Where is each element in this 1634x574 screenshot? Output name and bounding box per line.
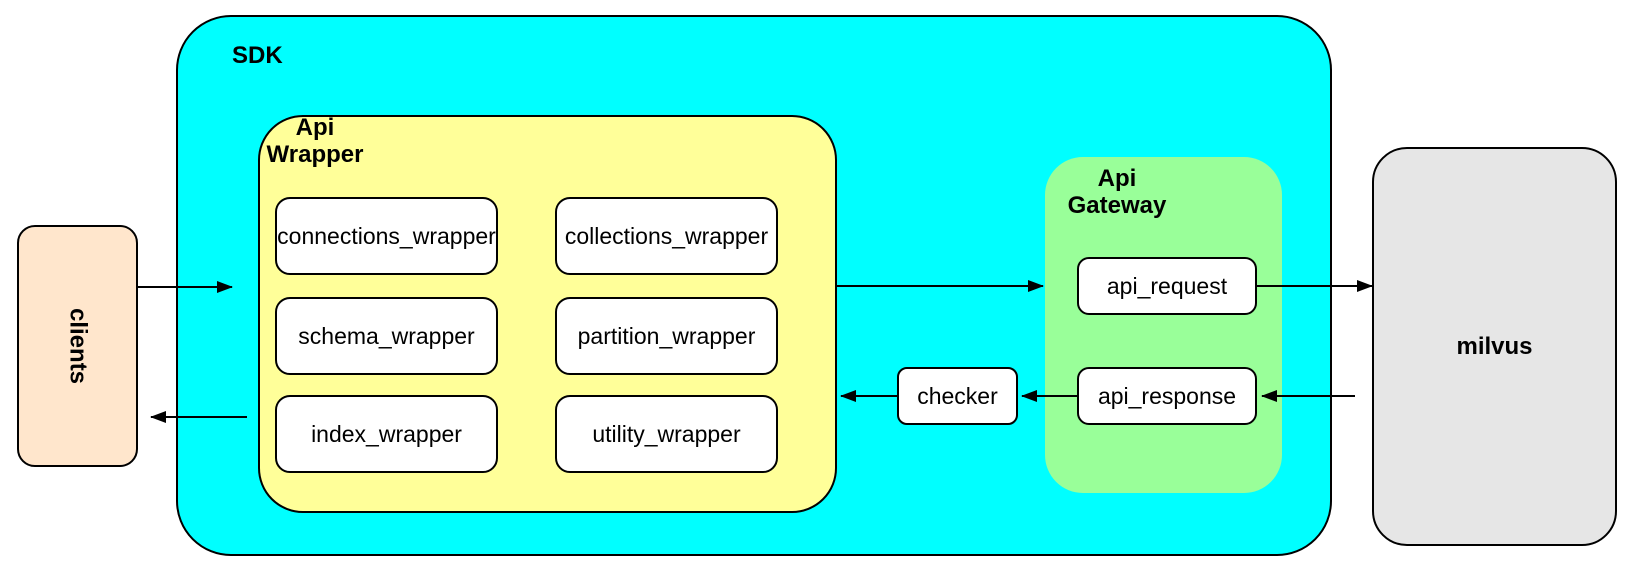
milvus-node: milvus — [1372, 147, 1617, 546]
module-partition-wrapper: partition_wrapper — [555, 297, 778, 375]
api-gateway-title: Api Gateway — [1061, 165, 1173, 219]
api-response-node: api_response — [1077, 367, 1257, 425]
api-gateway-container — [1045, 157, 1282, 493]
module-utility-wrapper: utility_wrapper — [555, 395, 778, 473]
module-connections-wrapper: connections_wrapper — [275, 197, 498, 275]
api-wrapper-title: Api Wrapper — [259, 114, 371, 168]
sdk-title: SDK — [232, 42, 283, 69]
clients-node: clients — [17, 225, 138, 467]
api-wrapper-title-line2: Wrapper — [266, 141, 364, 168]
module-schema-wrapper: schema_wrapper — [275, 297, 498, 375]
api-gateway-title-line1: Api — [1097, 165, 1137, 192]
clients-label: clients — [64, 307, 92, 385]
api-gateway-title-line2: Gateway — [1067, 192, 1167, 219]
api-request-node: api_request — [1077, 257, 1257, 315]
module-index-wrapper: index_wrapper — [275, 395, 498, 473]
module-collections-wrapper: collections_wrapper — [555, 197, 778, 275]
api-wrapper-title-line1: Api — [295, 114, 335, 141]
checker-node: checker — [897, 367, 1018, 425]
